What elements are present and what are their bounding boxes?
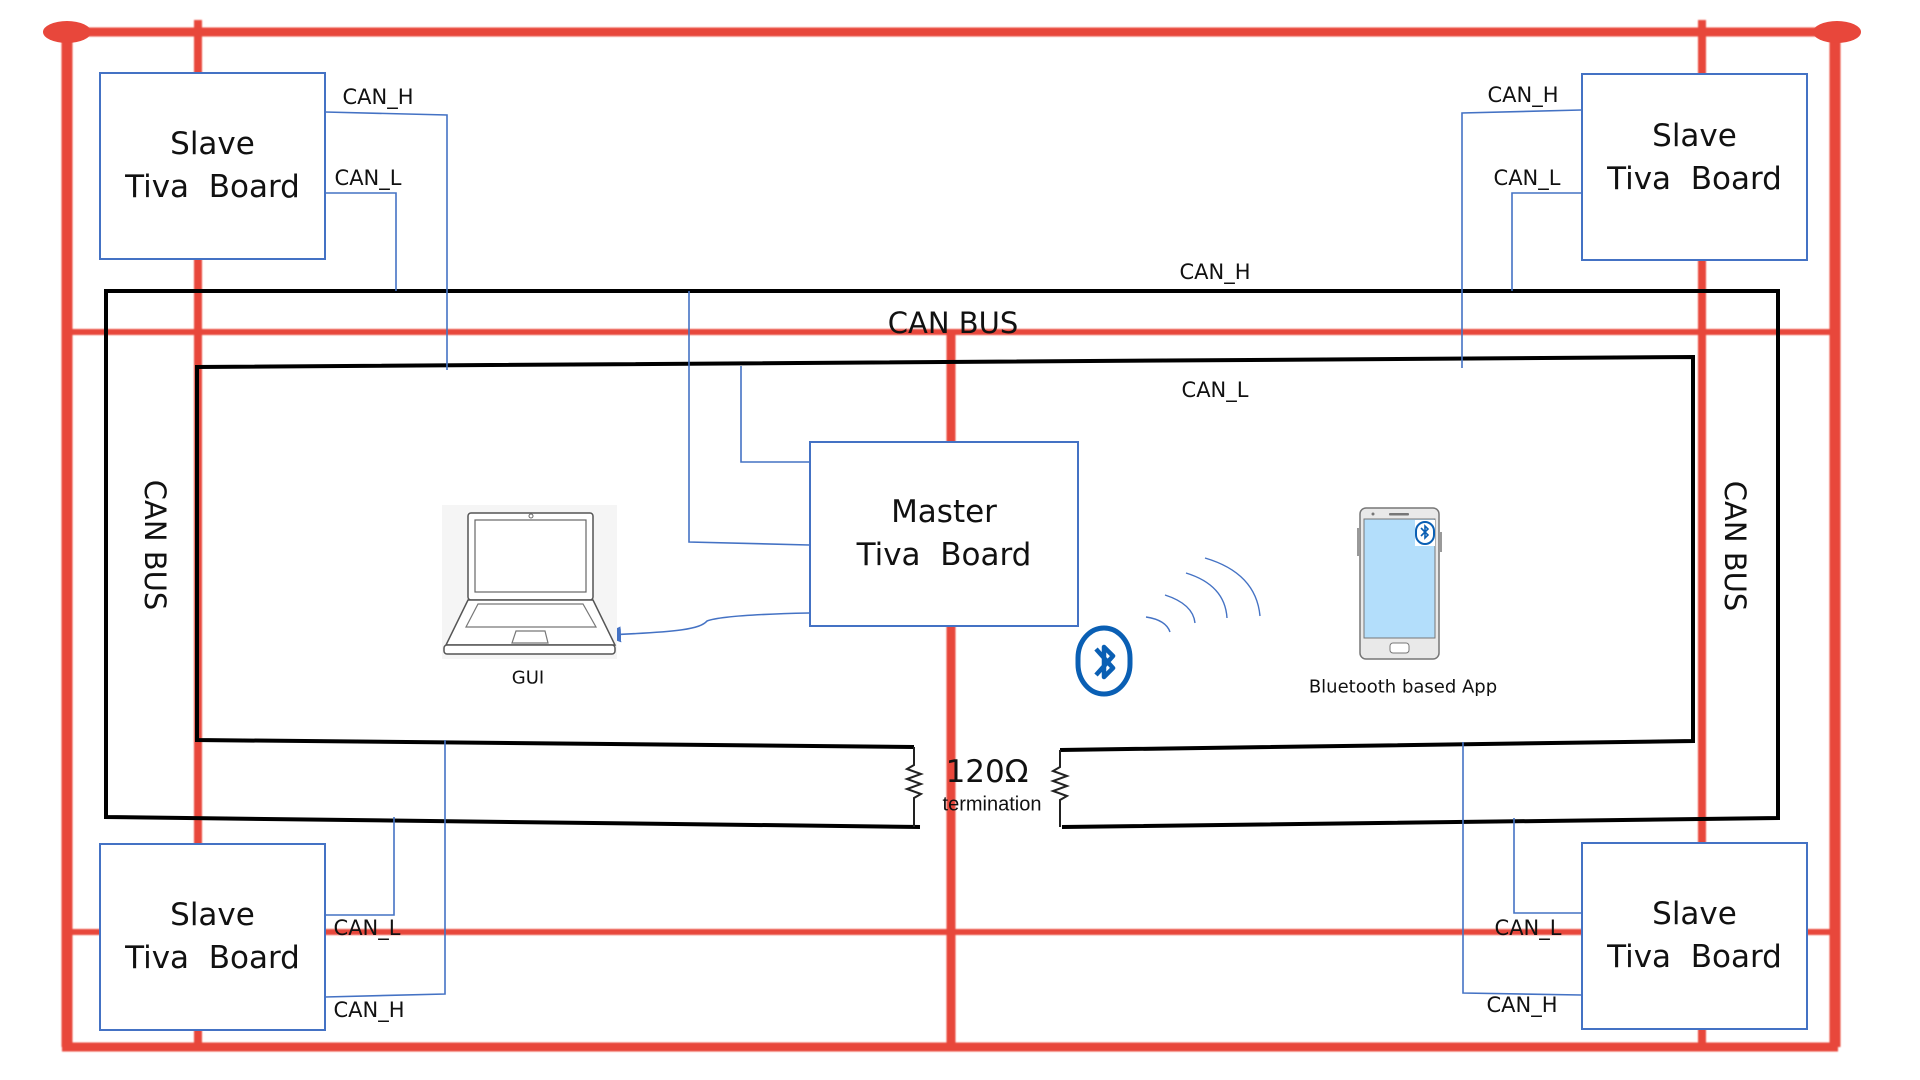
can-bus-lines: [104, 289, 1780, 829]
wire-tl-can-l: [325, 192, 397, 291]
wire-tr-can-h: [1461, 109, 1582, 368]
wire-br-can-l: [1513, 818, 1581, 914]
grid-cap-right: [1813, 21, 1861, 43]
termination-resistors: [904, 747, 1070, 827]
laptop-icon: [442, 505, 617, 659]
wire-tr-can-l: [1511, 192, 1581, 291]
pin-label-tr-can-l: CAN_L: [1493, 166, 1561, 190]
signal-wires: [324, 109, 1582, 998]
slave-board-subtitle: Tiva Board: [1607, 939, 1782, 975]
grid-end-caps: [43, 21, 1861, 43]
bus-label-can-l: CAN_L: [1181, 378, 1249, 402]
master-board-title: Master: [891, 494, 997, 530]
bus-label-can-h: CAN_H: [1179, 260, 1251, 284]
slave-board-subtitle: Tiva Board: [125, 169, 300, 205]
can-bus-label-left: CAN BUS: [138, 479, 172, 611]
wire-bl-can-l: [325, 817, 395, 916]
wireless-signal-icon: [1145, 557, 1261, 633]
slave-board-top-right: Slave Tiva Board: [1581, 73, 1808, 261]
slave-board-title: Slave: [170, 126, 255, 162]
master-board-subtitle: Tiva Board: [856, 537, 1032, 573]
bluetooth-icon: [1075, 625, 1133, 697]
slave-board-title: Slave: [1652, 896, 1737, 932]
slave-board-subtitle: Tiva Board: [1607, 161, 1782, 197]
smartphone-icon: [1357, 506, 1442, 662]
pin-label-tl-can-l: CAN_L: [334, 166, 402, 190]
can-h-loop: [104, 289, 1780, 829]
app-label: Bluetooth based App: [1308, 676, 1498, 698]
slave-board-top-left: Slave Tiva Board: [99, 72, 326, 260]
can-bus-label-top: CAN BUS: [887, 306, 1019, 340]
pin-label-bl-can-h: CAN_H: [333, 998, 405, 1022]
master-to-gui-arrow: [601, 612, 810, 643]
pin-label-br-can-l: CAN_L: [1494, 916, 1562, 940]
termination-value: 120Ω: [945, 754, 1029, 790]
pin-label-br-can-h: CAN_H: [1486, 993, 1558, 1017]
pin-label-tl-can-h: CAN_H: [342, 85, 414, 109]
resistor-right: [1050, 750, 1070, 827]
slave-board-bottom-left: Slave Tiva Board: [99, 843, 326, 1031]
resistor-left: [904, 747, 924, 827]
wire-tl-can-h: [324, 111, 448, 370]
can-bus-label-right: CAN BUS: [1718, 480, 1752, 612]
slave-board-bottom-right: Slave Tiva Board: [1581, 842, 1808, 1030]
pin-label-tr-can-h: CAN_H: [1487, 83, 1559, 107]
slave-board-title: Slave: [170, 897, 255, 933]
wire-br-can-h: [1462, 742, 1582, 996]
master-board: Master Tiva Board: [809, 441, 1079, 627]
can-l-loop: [195, 354, 1695, 752]
wire-bl-can-h: [324, 740, 446, 998]
pin-label-bl-can-l: CAN_L: [333, 916, 401, 940]
slave-board-title: Slave: [1652, 118, 1737, 154]
slave-board-subtitle: Tiva Board: [125, 940, 300, 976]
termination-label: termination: [942, 793, 1042, 816]
gui-label: GUI: [511, 667, 545, 689]
grid-cap-left: [43, 21, 91, 43]
wire-master-can-l: [740, 366, 809, 463]
wire-master-can-h: [688, 291, 810, 546]
